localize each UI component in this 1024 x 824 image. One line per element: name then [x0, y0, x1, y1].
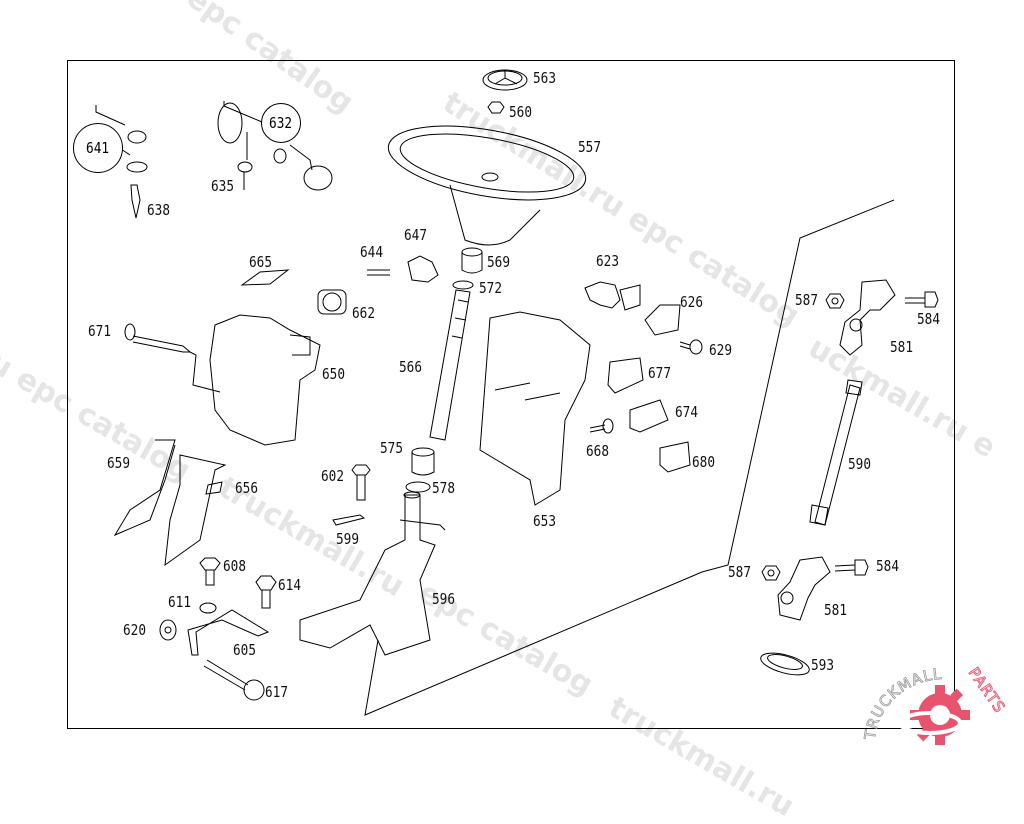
screw-part[interactable] [589, 418, 614, 434]
diagram-frame [67, 60, 955, 729]
gear-icon [898, 685, 970, 745]
callout-label[interactable]: 677 [648, 364, 672, 382]
intermediate-shaft-part[interactable] [809, 379, 863, 526]
callout-label[interactable]: 656 [235, 479, 259, 497]
callout-label[interactable]: 620 [123, 621, 147, 639]
callout-label[interactable]: 593 [811, 656, 835, 674]
callout-circled[interactable]: 632 [261, 103, 301, 143]
horn-pad-part[interactable] [482, 69, 528, 91]
callout-label[interactable]: 596 [432, 590, 456, 608]
callout-label[interactable]: 557 [578, 138, 602, 156]
callout-label[interactable]: 668 [586, 442, 610, 460]
clamp-part[interactable] [367, 255, 439, 283]
callout-label[interactable]: 581 [824, 601, 848, 619]
callout-label[interactable]: 602 [321, 467, 345, 485]
bolt-part[interactable] [199, 557, 277, 609]
callout-label[interactable]: 587 [795, 291, 819, 309]
callout-label[interactable]: 587 [728, 563, 752, 581]
callout-label[interactable]: 578 [432, 479, 456, 497]
lower-cover-part[interactable] [479, 311, 591, 506]
boot-part[interactable] [759, 649, 812, 679]
stalk-switch-part[interactable] [584, 281, 681, 336]
callout-label[interactable]: 560 [509, 103, 533, 121]
callout-label[interactable]: 665 [249, 253, 273, 271]
screw-part[interactable] [679, 339, 703, 355]
switch-part[interactable] [317, 289, 347, 315]
column-bracket-part[interactable] [299, 491, 446, 656]
upper-cover-part[interactable] [209, 314, 321, 446]
callout-label[interactable]: 572 [479, 279, 503, 297]
logo-text-parts: PARTS [965, 664, 1009, 716]
callout-label[interactable]: 629 [709, 341, 733, 359]
callout-label[interactable]: 590 [848, 455, 872, 473]
callout-label[interactable]: 662 [352, 304, 376, 322]
callout-label[interactable]: 614 [278, 576, 302, 594]
callout-circled[interactable]: 641 [73, 123, 123, 173]
callout-label[interactable]: 581 [890, 338, 914, 356]
bolt-part[interactable] [351, 464, 371, 501]
lock-cylinder-part[interactable] [95, 101, 333, 219]
callout-label[interactable]: 611 [168, 593, 192, 611]
callout-label[interactable]: 674 [675, 403, 699, 421]
universal-joint-part[interactable] [777, 279, 896, 621]
callout-label[interactable]: 623 [596, 252, 620, 270]
nut-part[interactable] [761, 293, 845, 581]
bracket-part[interactable] [187, 609, 270, 656]
callout-label[interactable]: 599 [336, 530, 360, 548]
callout-label[interactable]: 605 [233, 641, 257, 659]
plate-part[interactable] [240, 269, 290, 286]
truckmallparts-logo: TRUCKMALL PARTS [860, 664, 1009, 745]
trim-panel-part[interactable] [113, 439, 227, 567]
callout-label[interactable]: 647 [404, 226, 428, 244]
callout-label[interactable]: 569 [487, 253, 511, 271]
callout-label[interactable]: 644 [360, 243, 384, 261]
callout-label[interactable]: 626 [680, 293, 704, 311]
bolt-part[interactable] [834, 291, 939, 576]
parts-drawing [95, 69, 939, 716]
callout-label[interactable]: 680 [692, 453, 716, 471]
callout-label[interactable]: 566 [399, 358, 423, 376]
callout-label[interactable]: 653 [533, 512, 557, 530]
steering-shaft-part[interactable] [429, 289, 471, 441]
connector-part[interactable] [607, 357, 691, 473]
callout-label[interactable]: 584 [876, 557, 900, 575]
callout-label[interactable]: 659 [107, 454, 131, 472]
bushing-part[interactable] [405, 247, 483, 493]
callout-label[interactable]: 638 [147, 201, 171, 219]
steering-wheel-part[interactable] [383, 113, 591, 246]
nut-part[interactable] [487, 101, 505, 114]
washer-part[interactable] [159, 602, 217, 641]
pin-part[interactable] [332, 514, 366, 526]
callout-label[interactable]: 584 [917, 310, 941, 328]
callout-label[interactable]: 635 [211, 177, 235, 195]
callout-label[interactable]: 563 [533, 69, 557, 87]
bolt-part[interactable] [203, 659, 265, 701]
callout-label[interactable]: 608 [223, 557, 247, 575]
callout-label[interactable]: 671 [88, 322, 112, 340]
callout-label[interactable]: 617 [265, 683, 289, 701]
group-outline [364, 199, 895, 716]
callout-label[interactable]: 575 [380, 439, 404, 457]
svg-text:PARTS: PARTS [965, 664, 1009, 716]
callout-label[interactable]: 650 [322, 365, 346, 383]
screw-part[interactable] [124, 323, 221, 393]
